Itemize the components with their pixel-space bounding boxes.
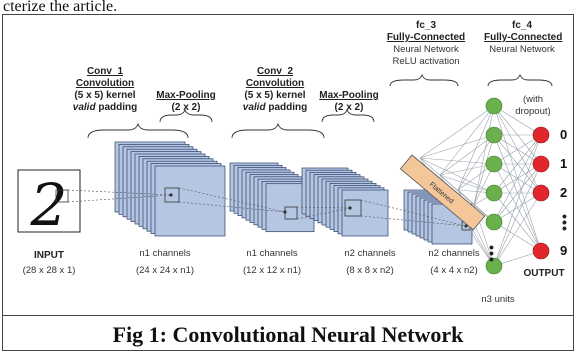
fc4-label: fc_4 Fully-Connected Neural Network [484, 20, 563, 55]
flatten-hidden-connection [457, 105, 495, 191]
hidden-output-connection [493, 134, 542, 194]
hidden-output-connection [493, 134, 542, 165]
figure-caption: Fig 1: Convolutional Neural Network [112, 322, 464, 347]
hidden-node [485, 155, 503, 173]
output-label: OUTPUT [523, 268, 565, 279]
output-node [532, 155, 550, 173]
stack1-map [154, 165, 226, 237]
flatten-hidden-connection [457, 134, 495, 191]
hidden-node [485, 126, 503, 144]
conv2-label: Conv_2 Convolution (5 x 5) kernel valid … [242, 66, 308, 113]
hidden-ellipsis: ••• [489, 239, 494, 267]
output-0-label: 0 [560, 127, 568, 142]
layer2-channels: n1 channels [246, 248, 298, 259]
conv1-feature-maps [114, 141, 226, 237]
output-2-label: 2 [560, 185, 568, 200]
hidden-output-connection [493, 192, 542, 223]
input-digit: 2 [30, 171, 68, 239]
hidden-output-connection [493, 134, 542, 267]
input-label: INPUT [34, 250, 64, 261]
pool2-feature-maps [403, 189, 473, 245]
output-label-ellipsis: ••• [562, 208, 567, 236]
page-top-text: cterize the article. [3, 0, 118, 15]
stack3-map [341, 189, 389, 237]
layer4-dims: (4 x 4 x n2) [430, 265, 478, 276]
hidden-output-connection [493, 105, 542, 136]
layer4-channels: n2 channels [428, 248, 480, 259]
hidden-output-connection [493, 134, 542, 223]
hidden-node [485, 213, 503, 231]
input-image [17, 169, 81, 233]
flatten-hidden-connection [419, 157, 495, 165]
hidden-node [485, 257, 503, 275]
hidden-output-connection [493, 192, 542, 252]
flatten-hidden-connection [439, 174, 495, 194]
pool1-label: Max-Pooling (2 x 2) [156, 90, 216, 113]
dropout-label: (with dropout) [515, 94, 551, 117]
layer2-dims: (12 x 12 x n1) [242, 265, 302, 276]
layer3-dims: (8 x 8 x n2) [346, 265, 394, 276]
flatten-hidden-connection [473, 105, 495, 206]
output-9-label: 9 [560, 243, 568, 258]
caption-divider [2, 315, 574, 316]
flatten-hidden-connection [419, 134, 495, 159]
pool1-feature-maps [229, 162, 315, 233]
input-dims: (28 x 28 x 1) [22, 265, 76, 276]
conv1-label: Conv_1 Convolution (5 x 5) kernel valid … [72, 66, 138, 113]
output-node [532, 126, 550, 144]
hidden-node [485, 184, 503, 202]
flatten-hidden-connection [439, 105, 495, 176]
output-node [532, 242, 550, 260]
flatten-hidden-connection [439, 134, 495, 176]
hidden-output-connection [493, 163, 542, 267]
hidden-output-connection [493, 163, 542, 223]
hidden-output-connection [493, 192, 542, 267]
fc3-label: fc_3 Fully-Connected Neural Network ReLU… [386, 20, 466, 67]
n3-units-label: n3 units [481, 294, 515, 305]
flatten-hidden-connection [473, 134, 495, 206]
hidden-output-connection [493, 221, 542, 252]
hidden-node [485, 97, 503, 115]
flatten-hidden-connection [419, 105, 495, 159]
layer3-channels: n2 channels [344, 248, 396, 259]
layer1-channels: n1 channels [139, 248, 191, 259]
pool2-label: Max-Pooling (2 x 2) [319, 90, 379, 113]
output-1-label: 1 [560, 156, 568, 171]
figure-frame [2, 14, 574, 351]
output-node [532, 184, 550, 202]
flatten-hidden-connection [419, 157, 495, 194]
layer1-dims: (24 x 24 x n1) [135, 265, 195, 276]
